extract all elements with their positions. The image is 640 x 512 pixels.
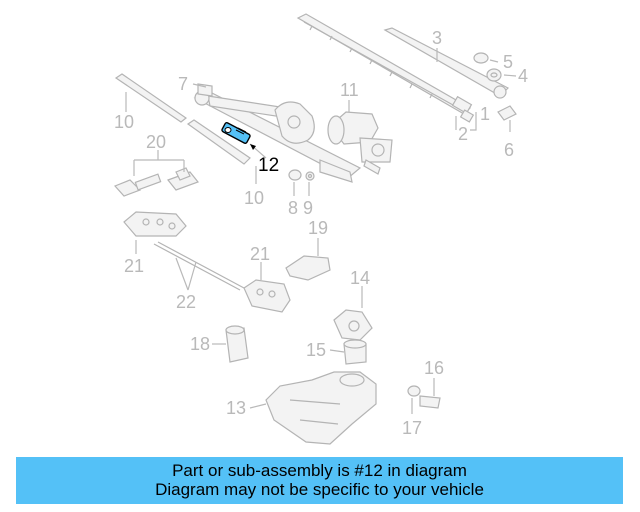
leader-lines [125,48,517,414]
caption-line-1: Part or sub-assembly is #12 in diagram [172,461,467,480]
cover-part-21-right [243,279,291,313]
callout-16: 16 [424,358,444,378]
nozzle-part-19 [285,255,331,281]
cap-part-15 [343,339,367,365]
callout-6: 6 [504,140,514,160]
washer-hose-part-22 [153,241,245,291]
washer-reservoir-part-13 [265,371,377,445]
callout-14: 14 [350,268,370,288]
callout-5: 5 [503,52,513,72]
caption-banner: Part or sub-assembly is #12 in diagram D… [16,457,623,504]
wiper-linkage [193,83,362,183]
nut-part-4 [486,68,502,82]
callout-2-right: 2 [458,124,468,144]
callout-17: 17 [402,418,422,438]
washer-nozzle-part-20 [113,167,199,197]
cap-part-6 [497,105,517,121]
callout-3: 3 [432,28,442,48]
wiper-blade-left [114,73,188,123]
callout-8: 8 [288,198,298,218]
callout-19: 19 [308,218,328,238]
level-sensor-part-16 [419,395,441,409]
callout-21-left: 21 [124,256,144,276]
blade-insert-parts [451,95,475,123]
callout-22: 22 [176,292,196,312]
wiper-motor [327,111,393,175]
callout-20: 20 [146,132,166,152]
callout-10-bottom: 10 [244,188,264,208]
washer-pump-part-18 [225,325,249,363]
nut-part-5 [473,52,489,64]
highlighted-part-12[interactable] [221,122,251,144]
bracket-part-14 [333,309,373,341]
washer-part-9 [305,171,315,181]
grommet-part-8 [288,169,302,181]
caption-line-2: Diagram may not be specific to your vehi… [155,480,484,499]
callout-11: 11 [340,80,359,100]
wiper-arm-left [186,119,251,165]
cover-part-21-left [123,211,187,237]
callout-18: 18 [190,334,210,354]
callout-labels: 3 5 4 1 2 6 7 11 10 12 10 8 9 20 21 22 2… [114,28,528,438]
wiper-blade-right [296,13,471,115]
seal-part-17 [407,385,421,397]
callout-7: 7 [178,74,188,94]
callout-9: 9 [303,198,313,218]
parts-diagram: 3 5 4 1 2 6 7 11 10 12 10 8 9 20 21 22 2… [113,13,528,445]
wiper-arm-right [383,27,510,99]
callout-12: 12 [258,155,279,176]
callout-13: 13 [226,398,246,418]
callout-4: 4 [518,66,528,86]
callout-1: 1 [480,104,490,124]
callout-15: 15 [306,340,326,360]
callout-21-right: 21 [250,244,270,264]
callout-10-top: 10 [114,112,134,132]
